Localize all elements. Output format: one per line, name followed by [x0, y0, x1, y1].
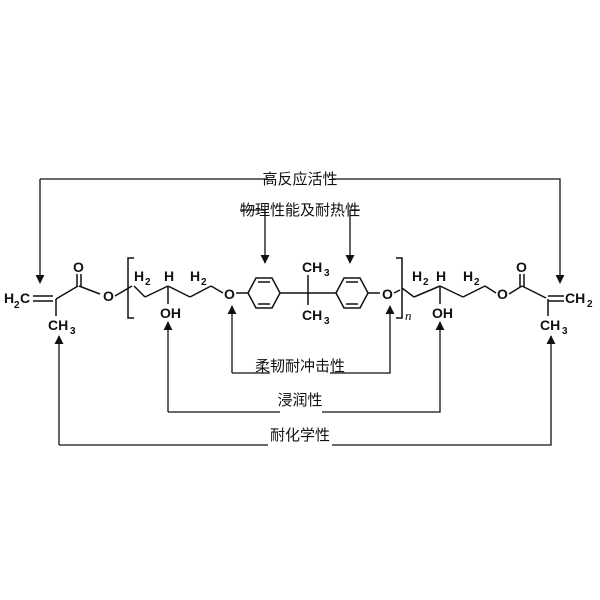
atom-h2c-sub: 2 [14, 300, 20, 311]
atom-o-ether-right: O [382, 286, 393, 302]
atom-h2-3: H [412, 268, 422, 284]
atom-ch2-right: CH [565, 290, 585, 306]
atom-h2c-h: H [4, 290, 14, 306]
chemical-resistance-arrows [54, 335, 556, 446]
repeat-unit-n: n [405, 308, 412, 323]
atom-h2-4: H [463, 268, 473, 284]
atom-h2-3-sub: 2 [423, 277, 429, 288]
atom-o-ester-left: O [103, 288, 114, 304]
atom-o-carbonyl-left: O [73, 259, 84, 275]
atom-o-ether-left: O [224, 286, 235, 302]
toughness-arrows [227, 305, 395, 374]
atom-h2-1-sub: 2 [145, 277, 151, 288]
atom-h-left: H [164, 268, 174, 284]
label-toughness-impact: 柔韧耐冲击性 [255, 357, 345, 375]
atom-ch3-bottom-sub: 3 [324, 316, 330, 327]
physical-heat-arrows [240, 209, 360, 264]
label-high-reactivity: 高反应活性 [262, 170, 337, 188]
atom-h2-2-sub: 2 [201, 277, 207, 288]
atom-ch2-right-sub: 2 [587, 299, 593, 310]
atom-h2-1: H [134, 268, 144, 284]
atom-o-ester-right: O [497, 286, 508, 302]
atom-ch3-right-sub: 3 [562, 326, 568, 337]
atom-h2-2: H [190, 268, 200, 284]
atom-ch3-bottom: CH [302, 307, 322, 323]
chemical-structure: H 2 C CH 3 O O H 2 H OH H 2 O [4, 257, 593, 337]
atom-ch3-right: CH [540, 317, 560, 333]
atom-ch3-left-sub: 3 [70, 326, 76, 337]
atom-oh-left: OH [160, 305, 181, 321]
atom-h-right: H [436, 268, 446, 284]
label-chemical-resistance: 耐化学性 [270, 426, 330, 444]
atom-ch3-top: CH [302, 259, 322, 275]
atom-h2-4-sub: 2 [474, 277, 480, 288]
atom-h2c-c: C [20, 290, 30, 306]
wettability-arrows [163, 321, 445, 413]
atom-o-carbonyl-right: O [516, 259, 527, 275]
high-reactivity-arrows [35, 178, 565, 284]
label-physical-heat: 物理性能及耐热性 [240, 201, 360, 219]
atom-ch3-left: CH [48, 317, 68, 333]
atom-oh-right: OH [432, 305, 453, 321]
atom-ch3-top-sub: 3 [324, 268, 330, 279]
label-wettability: 浸润性 [277, 391, 322, 409]
